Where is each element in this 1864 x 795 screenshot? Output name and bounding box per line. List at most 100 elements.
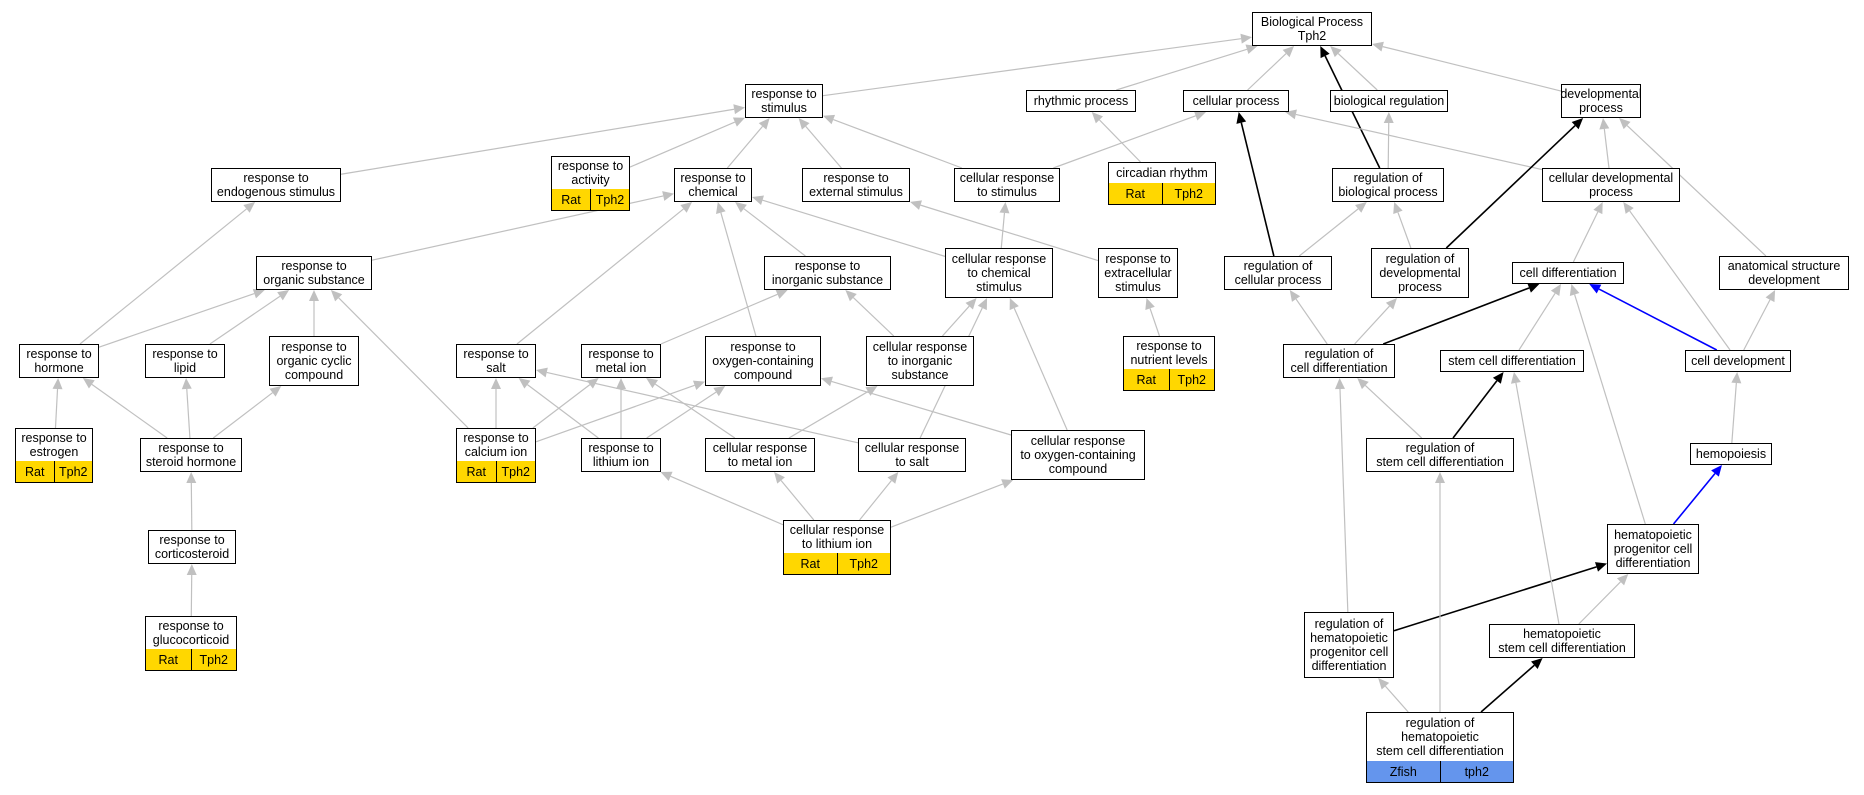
arrowhead-rsh-to-rocc — [269, 386, 282, 397]
node-response-to-organic-cyclic-compound[interactable]: response to organic cyclic compound — [269, 336, 359, 386]
node-hematopoietic-progenitor-cell-differentiation[interactable]: hematopoietic progenitor cell differenti… — [1607, 524, 1699, 574]
node-response-to-calcium-ion[interactable]: response to calcium ion — [456, 428, 536, 462]
edge-rdp-to-dp — [1445, 124, 1576, 249]
arrowhead-rcp-to-rbp — [1355, 202, 1367, 213]
edge-rcp-to-cp — [1240, 122, 1275, 257]
gene-label: Tph2 — [53, 461, 93, 482]
node-cellular-response-to-salt[interactable]: cellular response to salt — [858, 438, 966, 472]
arrowhead-crcs-to-rc — [752, 195, 764, 206]
edge-cp-to-bp — [1247, 53, 1287, 91]
edge-rcd-to-rcp — [1295, 298, 1328, 345]
arrowhead-rli-to-rmi — [616, 378, 626, 389]
node-cellular-response-to-lithium-ion[interactable]: cellular response to lithium ion — [783, 520, 891, 554]
edge-crmi-to-rmi — [654, 383, 736, 439]
node-response-to-lipid[interactable]: response to lipid — [145, 344, 225, 378]
node-hemopoiesis[interactable]: hemopoiesis — [1690, 443, 1772, 465]
arrowhead-cdp-to-dp — [1599, 118, 1610, 130]
node-response-to-endogenous-stimulus[interactable]: response to endogenous stimulus — [211, 168, 341, 202]
edge-cr-to-rp — [1098, 119, 1141, 163]
edge-rc-to-rs — [726, 126, 763, 169]
node-cell-development[interactable]: cell development — [1685, 350, 1791, 372]
edge-rmi-to-ris — [660, 293, 778, 345]
arrowhead-dp-to-bp — [1372, 41, 1384, 52]
node-response-to-glucocorticoid[interactable]: response to glucocorticoid — [145, 616, 237, 650]
node-stem-cell-differentiation[interactable]: stem cell differentiation — [1440, 350, 1584, 372]
node-anatomical-structure-development[interactable]: anatomical structure development — [1719, 256, 1849, 290]
arrowhead-rl-to-ros — [277, 290, 290, 301]
node-response-to-chemical[interactable]: response to chemical — [674, 168, 752, 202]
node-response-to-activity[interactable]: response to activity — [551, 156, 630, 190]
edge-res-to-rs — [340, 108, 735, 175]
node-response-to-estrogen[interactable]: response to estrogen — [15, 428, 93, 462]
node-cell-differentiation[interactable]: cell differentiation — [1512, 262, 1624, 284]
arrowhead-rnl-to-rexs — [1145, 298, 1155, 311]
node-hematopoietic-stem-cell-differentiation[interactable]: hematopoietic stem cell differentiation — [1489, 624, 1635, 658]
gene-label: Tph2 — [836, 553, 891, 574]
node-cellular-developmental-process[interactable]: cellular developmental process — [1542, 168, 1680, 202]
node-cellular-process[interactable]: cellular process — [1183, 90, 1289, 112]
edge-rcort-to-rsh — [190, 482, 193, 531]
arrowhead-rcd-to-rcp — [1289, 290, 1301, 302]
edge-rsh-to-rh — [91, 383, 168, 439]
edge-rhpcd-to-hpcd — [1393, 566, 1597, 632]
node-response-to-salt[interactable]: response to salt — [456, 344, 536, 378]
node-cellular-response-to-stimulus[interactable]: cellular response to stimulus — [954, 168, 1060, 202]
node-regulation-of-developmental-process[interactable]: regulation of developmental process — [1371, 248, 1469, 298]
species-label: Rat — [561, 192, 581, 207]
node-developmental-process[interactable]: developmental process — [1560, 84, 1642, 118]
arrowhead-res-to-rs — [733, 104, 745, 115]
node-circadian-rhythm[interactable]: circadian rhythm — [1108, 162, 1216, 184]
edge-rhscd-to-rhpcd — [1384, 685, 1409, 713]
node-regulation-of-cell-differentiation[interactable]: regulation of cell differentiation — [1283, 344, 1395, 378]
arrowhead-rscd-to-rcd — [1357, 378, 1369, 390]
node-response-to-steroid-hormone[interactable]: response to steroid hormone — [140, 438, 242, 472]
node-regulation-of-hematopoietic-progenitor-cell-differentiation[interactable]: regulation of hematopoietic progenitor c… — [1304, 612, 1394, 678]
node-response-to-nutrient-levels[interactable]: response to nutrient levels — [1123, 336, 1215, 370]
arrowhead-rocc-to-ros — [309, 290, 319, 301]
arrowhead-rbp-to-br — [1383, 112, 1394, 124]
node-response-to-corticosteroid[interactable]: response to corticosteroid — [148, 530, 236, 564]
arrowhead-br-to-bp — [1330, 46, 1342, 58]
node-response-to-inorganic-substance[interactable]: response to inorganic substance — [764, 256, 891, 290]
edge-rli-to-rocomp — [646, 391, 717, 439]
arrowhead-hemo-to-cdev — [1731, 372, 1742, 384]
node-response-to-external-stimulus[interactable]: response to external stimulus — [802, 168, 910, 202]
gene-label: Tph2 — [1168, 369, 1215, 390]
node-cellular-response-to-metal-ion[interactable]: cellular response to metal ion — [705, 438, 815, 472]
edge-rli-to-rsalt — [527, 384, 599, 439]
node-cellular-response-to-chemical-stimulus[interactable]: cellular response to chemical stimulus — [945, 248, 1053, 298]
edge-hpcd-to-hemo — [1672, 472, 1716, 525]
edge-rh-to-ros — [98, 293, 255, 348]
node-regulation-of-biological-process[interactable]: regulation of biological process — [1332, 168, 1444, 202]
node-response-to-lithium-ion[interactable]: response to lithium ion — [581, 438, 661, 472]
node-response-to-oxygen-containing-compound[interactable]: response to oxygen-containing compound — [705, 336, 821, 386]
node-biological-process[interactable]: Biological Process Tph2 — [1252, 12, 1372, 46]
edge-cdev-to-asd — [1743, 299, 1771, 351]
node-biological-regulation[interactable]: biological regulation — [1330, 90, 1448, 112]
arrowhead-rs-to-bp — [1240, 33, 1252, 44]
edge-crli-to-croc — [890, 483, 1004, 528]
edge-cdp-to-cp — [1295, 113, 1543, 171]
node-response-to-hormone[interactable]: response to hormone — [19, 344, 99, 378]
edge-rp-to-bp — [1116, 48, 1248, 91]
node-response-to-extracellular-stimulus[interactable]: response to extracellular stimulus — [1098, 248, 1178, 298]
node-response-to-organic-substance[interactable]: response to organic substance — [256, 256, 372, 290]
node-cellular-response-to-inorganic-substance[interactable]: cellular response to inorganic substance — [866, 336, 974, 386]
edge-asd-to-dp — [1626, 125, 1767, 257]
node-regulation-of-stem-cell-differentiation[interactable]: regulation of stem cell differentiation — [1366, 438, 1514, 472]
node-regulation-of-cellular-process[interactable]: regulation of cellular process — [1224, 256, 1332, 290]
gene-label: Tph2 — [495, 461, 536, 482]
node-regulation-of-hematopoietic-stem-cell-differentiation[interactable]: regulation of hematopoietic stem cell di… — [1366, 712, 1514, 762]
node-cellular-response-to-oxygen-containing-compound[interactable]: cellular response to oxygen-containing c… — [1011, 430, 1145, 480]
node-rhythmic-process[interactable]: rhythmic process — [1026, 90, 1136, 112]
edge-rcp-to-rbp — [1298, 208, 1359, 257]
arrowhead-rexs-to-rext — [910, 200, 922, 210]
node-response-to-stimulus[interactable]: response to stimulus — [745, 84, 823, 118]
node-response-to-metal-ion[interactable]: response to metal ion — [581, 344, 661, 378]
edge-rext-to-rs — [805, 125, 842, 169]
